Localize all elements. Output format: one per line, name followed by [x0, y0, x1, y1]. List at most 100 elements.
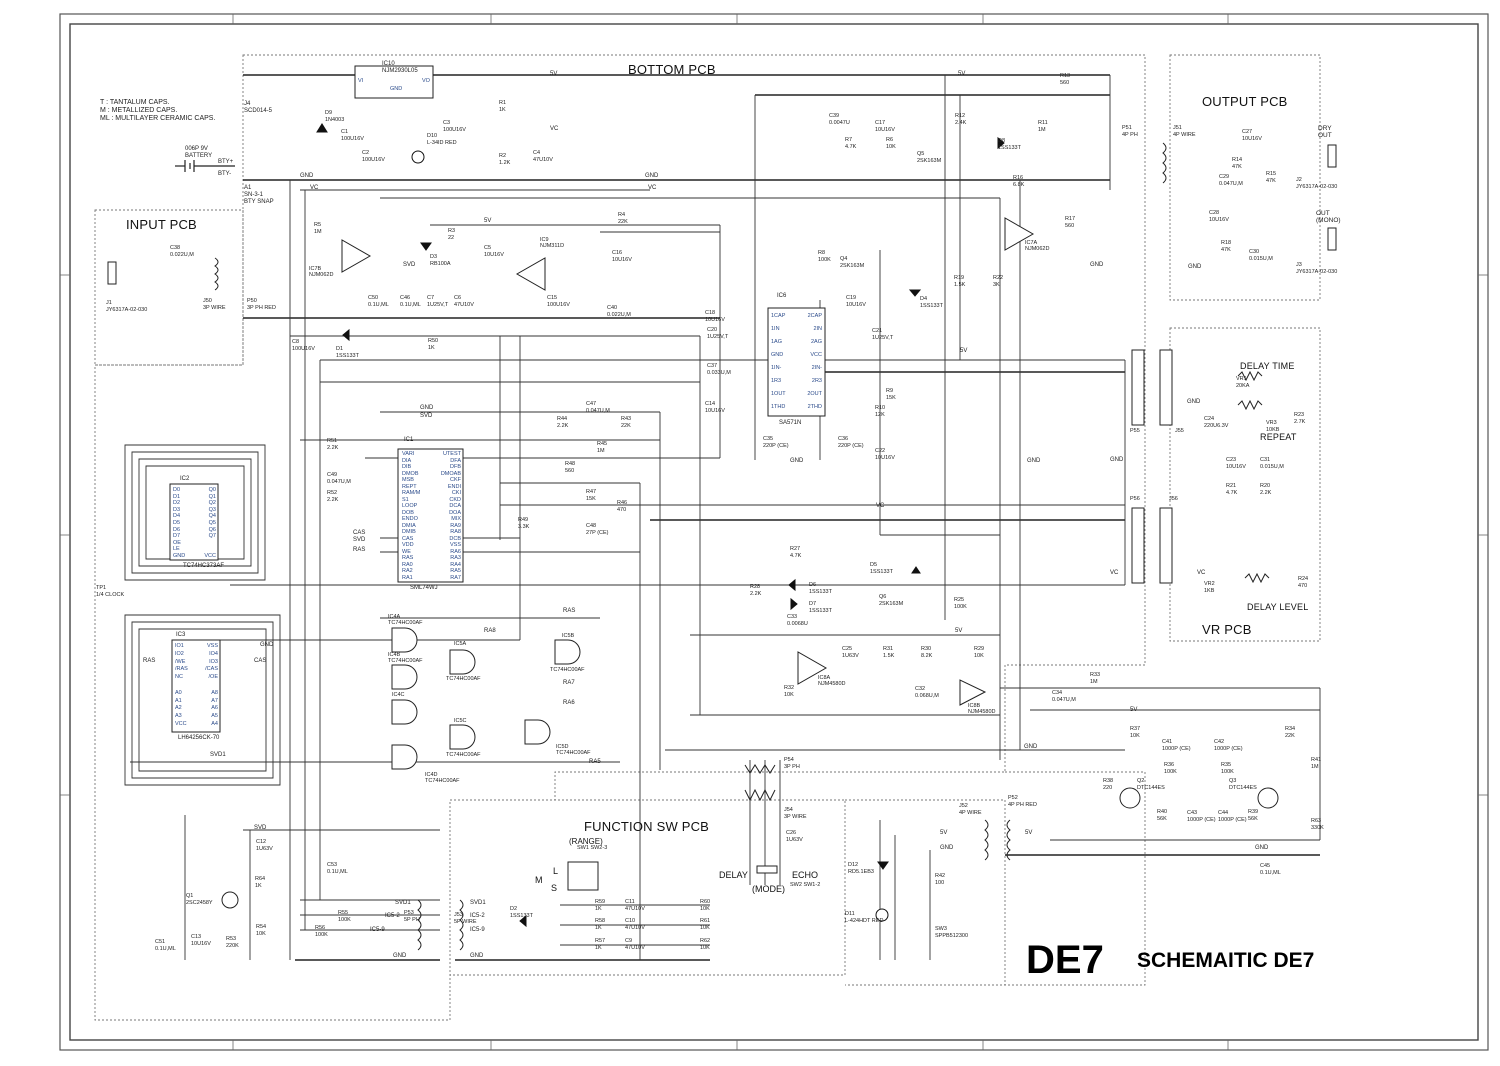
ic-pin-label: A5 [211, 713, 218, 720]
net-vc: VC [1197, 570, 1206, 576]
component-label: R10 12K [875, 405, 886, 418]
net-gnd: GND [300, 173, 314, 179]
ic-pin-label: 1IN- [771, 365, 782, 371]
ic-pin-label: VCC [175, 721, 187, 727]
component-label: D9 1N4003 [325, 110, 345, 123]
net-svd: SVD [254, 825, 267, 831]
ic-pin-label: DIA [402, 457, 412, 464]
component-label: R50 1K [428, 338, 439, 351]
component-label: R31 1.5K [883, 646, 895, 659]
component-label: R56 100K [315, 925, 328, 938]
net-ra6: RA6 [563, 700, 575, 706]
component-label: VR1 20KA [1236, 376, 1250, 389]
repeat-label: REPEAT [1260, 432, 1297, 442]
net-5v: 5V [484, 218, 492, 224]
range-m-label: M [535, 875, 543, 885]
j3-jack [1327, 227, 1337, 251]
bty-plus-label: BTY+ [218, 159, 234, 165]
component-label: C23 10U16V [1226, 457, 1246, 470]
ic-pin-label: VCC [810, 352, 822, 358]
component-label: R13 560 [1060, 73, 1071, 86]
component-label: Q3 DTC144ES [1229, 778, 1257, 791]
ic-pin-label: VSS [449, 542, 461, 548]
component-label: C39 0.0047U [829, 113, 850, 126]
out-mono-label: OUT (MONO) [1316, 210, 1341, 224]
d8-diode [997, 136, 1005, 150]
component-label: C35 220P (CE) [763, 436, 789, 449]
ic-pin-label: VCC [204, 553, 216, 559]
ic-pin-label: D4 [173, 513, 181, 520]
ic9-comparator [515, 257, 546, 291]
ic-pin-label: A8 [211, 689, 218, 696]
ic-pin-label: CKI [451, 490, 461, 496]
ic-pin-label: Q2 [208, 500, 216, 507]
gate-ic5a-name: IC5A [454, 641, 467, 647]
ic7b-opamp [341, 239, 372, 273]
ic-pin-label: IO4 [209, 650, 218, 657]
model-title: DE7 [1026, 938, 1104, 982]
net-svd1: SVD1 [210, 752, 226, 758]
output-pcb-title: OUTPUT PCB [1202, 94, 1288, 109]
component-label: C2 100U16V [362, 150, 385, 163]
d9-diode [316, 123, 328, 133]
ic4c-gate [391, 699, 418, 725]
ic-pin-label: /OE [208, 674, 218, 681]
component-label: C46 0.1U,ML [400, 295, 421, 308]
component-label: C6 47U10V [454, 295, 474, 308]
ic-pin-label: 1OUT [771, 391, 786, 397]
component-label: J54 3P WIRE [784, 807, 807, 820]
component-label: D7 1SS133T [809, 601, 832, 614]
component-label: R43 22K [621, 416, 632, 429]
vr-pcb-boundary [1169, 327, 1321, 642]
component-label: R41 1M [1311, 757, 1322, 770]
component-label: C48 27P (CE) [586, 523, 609, 536]
d6-diode [788, 578, 796, 592]
delay-level-label: DELAY LEVEL [1247, 602, 1309, 612]
ic-pin-label: NC [175, 674, 183, 681]
component-label: R51 2.2K [327, 438, 339, 451]
net-vc: VC [1110, 570, 1119, 576]
component-label: C27 10U16V [1242, 129, 1262, 142]
component-label: P53 5P PH [404, 910, 420, 923]
ic-pin-label: VARI [402, 451, 415, 457]
net-vc: VC [310, 185, 319, 191]
component-label: D1 1SS133T [336, 346, 359, 359]
net-ras: RAS [563, 608, 576, 614]
component-label: SW2 SW1-2 [790, 882, 821, 888]
ic-pin-label: 2IN- [811, 365, 822, 371]
ic-pin-label: A4 [211, 721, 218, 727]
net-ic5-9: IC5-9 [470, 927, 485, 933]
component-label: R40 56K [1157, 809, 1168, 822]
component-label: C29 0.047U,M [1219, 174, 1243, 187]
component-label: R1 1K [499, 100, 507, 113]
component-label: C24 220U6.3V [1204, 416, 1229, 429]
ic5b-gate [554, 639, 581, 665]
component-label: C51 0.1U,ML [155, 939, 176, 952]
ic-pin-label: RAS [402, 555, 414, 561]
ic-pin-label: MIX [451, 516, 461, 522]
component-label: C16 10U16V [612, 250, 632, 263]
component-label: R7 4.7K [845, 137, 857, 150]
component-label: R42 100 [935, 873, 946, 886]
component-label: R35 100K [1221, 762, 1234, 775]
ic-pin-label: GND [173, 553, 186, 559]
ic-pin-label: LE [173, 546, 180, 553]
ic-pin-label: RA7 [450, 574, 461, 581]
net-svd1: SVD1 [395, 900, 411, 906]
output-pcb-boundary [1169, 54, 1321, 301]
q1-transistor [221, 891, 239, 909]
component-label: Q5 2SK163M [917, 151, 942, 164]
component-label: J51 4P WIRE [1173, 125, 1196, 138]
ic-pin-label: DMIB [402, 529, 416, 535]
ic6-name: IC6 [777, 293, 787, 299]
ic-pin-label: ENDO [402, 516, 418, 522]
range-label: (RANGE) [569, 837, 603, 846]
d3-diode [420, 242, 432, 251]
component-label: Q2 DTC144ES [1137, 778, 1165, 791]
component-label: J1 JY6317A-02-030 [106, 300, 148, 313]
component-label: C19 10U16V [846, 295, 866, 308]
d10-led [411, 150, 425, 164]
